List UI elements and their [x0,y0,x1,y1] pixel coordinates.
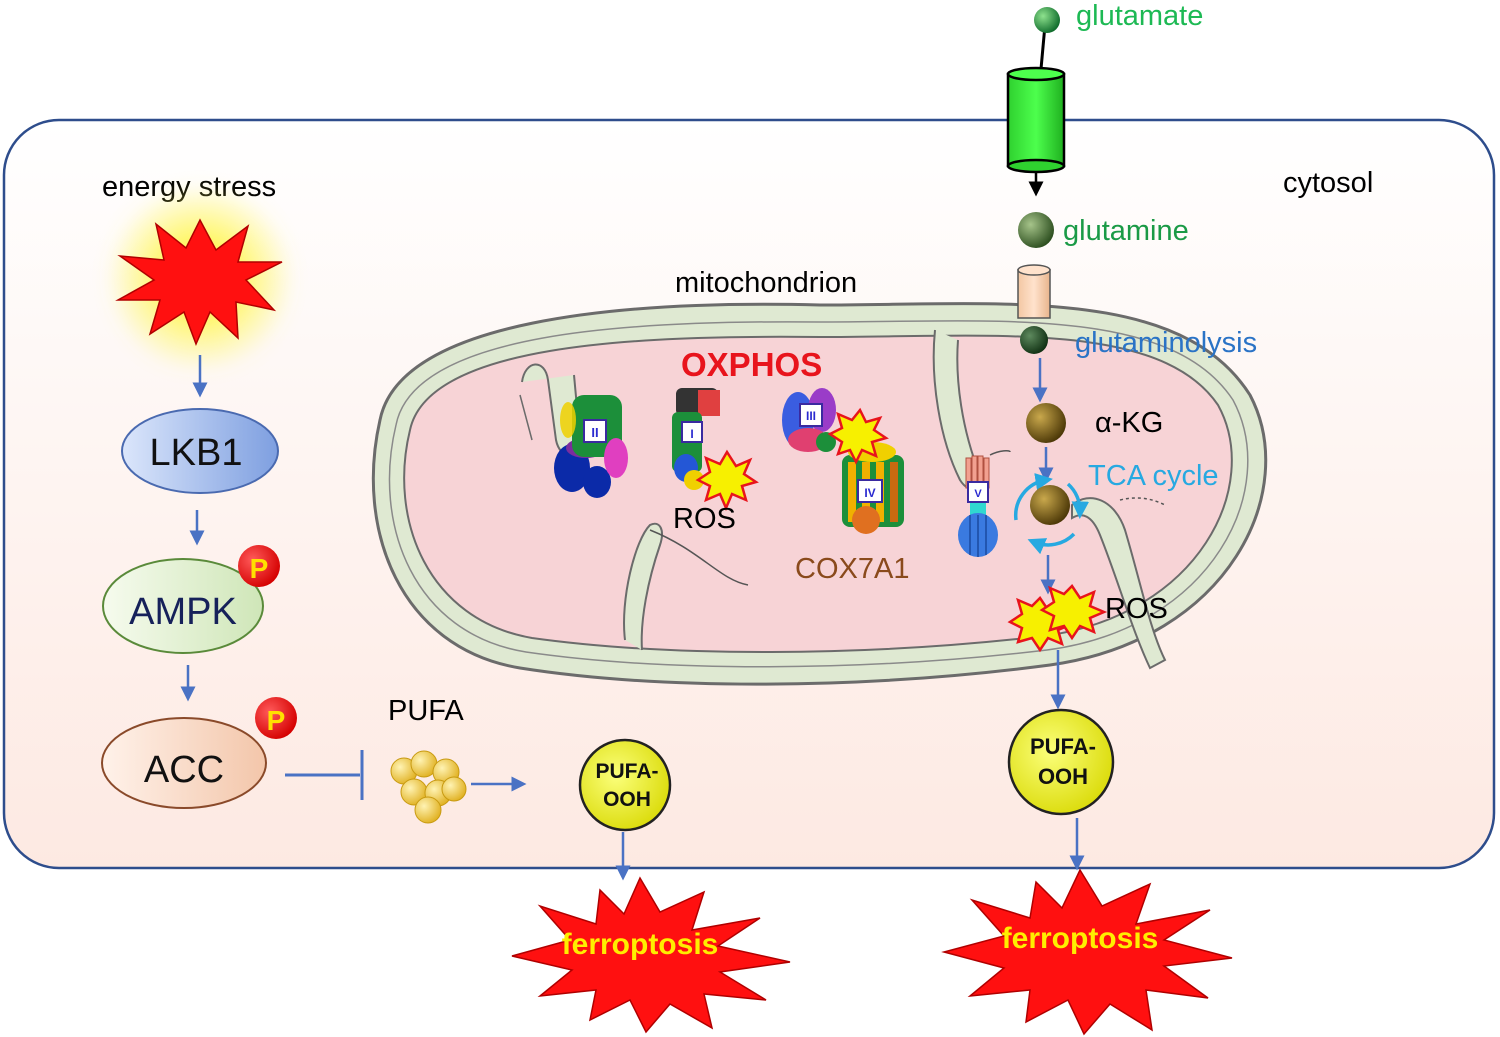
ampk-node [102,558,264,654]
glutamate-label: glutamate [1076,0,1203,32]
complex-iii-label: III [806,409,816,423]
ros-burst-right-2 [1039,584,1108,641]
complex-ii: II [554,395,628,498]
cox7a1-label: COX7A1 [795,553,909,585]
mitochondrial-glutamine-transporter [1017,264,1051,319]
cytosol-label: cytosol [1283,167,1373,199]
ampk-phospho-badge [238,545,280,587]
complex-v: V [958,455,998,557]
complex-iv-label: IV [864,486,875,500]
pufa-ooh-right [1007,708,1115,816]
tca-label: TCA cycle [1088,460,1219,492]
acc-node [101,717,267,809]
ferroptosis-burst-right [941,868,1233,1036]
glutaminolysis-label: glutaminolysis [1075,327,1257,359]
complex-v-label: V [974,488,982,500]
complex-ii-label: II [591,425,598,440]
pufa-ooh-left-line2: OOH [603,788,651,811]
ferroptosis-burst-left [511,876,791,1034]
complex-iii: III [782,388,836,452]
pufa-ooh-left-line1: PUFA- [596,760,659,783]
glutamate-transporter [1006,24,1066,197]
pufa-ooh-right-line2: OOH [1038,764,1088,789]
acc-phospho-label: P [267,705,286,736]
pufa-label: PUFA [388,695,464,727]
pufa-ooh-left [578,738,672,832]
ampk-phospho-label: P [250,553,269,584]
inhibition-acc-pufa [285,750,364,800]
tca-molecule [1030,485,1070,525]
akg-molecule [1026,403,1066,443]
lkb1-node [121,408,279,494]
ferroptosis-left-label: ferroptosis [562,928,719,961]
oxphos-label: OXPHOS [681,346,822,383]
complex-i: I [672,388,720,490]
glutamine-molecule [1018,212,1054,248]
lkb1-label: LKB1 [150,432,243,474]
ampk-label: AMPK [129,591,237,633]
tca-cycle-arrows [1013,473,1090,555]
acc-label: ACC [144,749,224,791]
ros-inner-label: ROS [673,503,736,535]
ros-burst-complex-i [695,449,759,512]
glutamate-molecule [1034,7,1060,33]
acc-phospho-badge [255,697,297,739]
akg-label: α-KG [1095,407,1163,439]
glutaminolysis-molecule [1020,326,1048,354]
ferroptosis-right-label: ferroptosis [1002,922,1159,955]
pufa-ooh-right-line1: PUFA- [1030,734,1096,759]
complex-i-label: I [690,427,693,441]
glutamine-label: glutamine [1063,215,1189,247]
pufa-cluster [390,750,467,824]
energy-stress-burst [115,218,283,346]
ros-burst-complex-iii [827,407,889,465]
mitochondrion-label: mitochondrion [675,267,857,299]
ros-right-label: ROS [1105,593,1168,625]
